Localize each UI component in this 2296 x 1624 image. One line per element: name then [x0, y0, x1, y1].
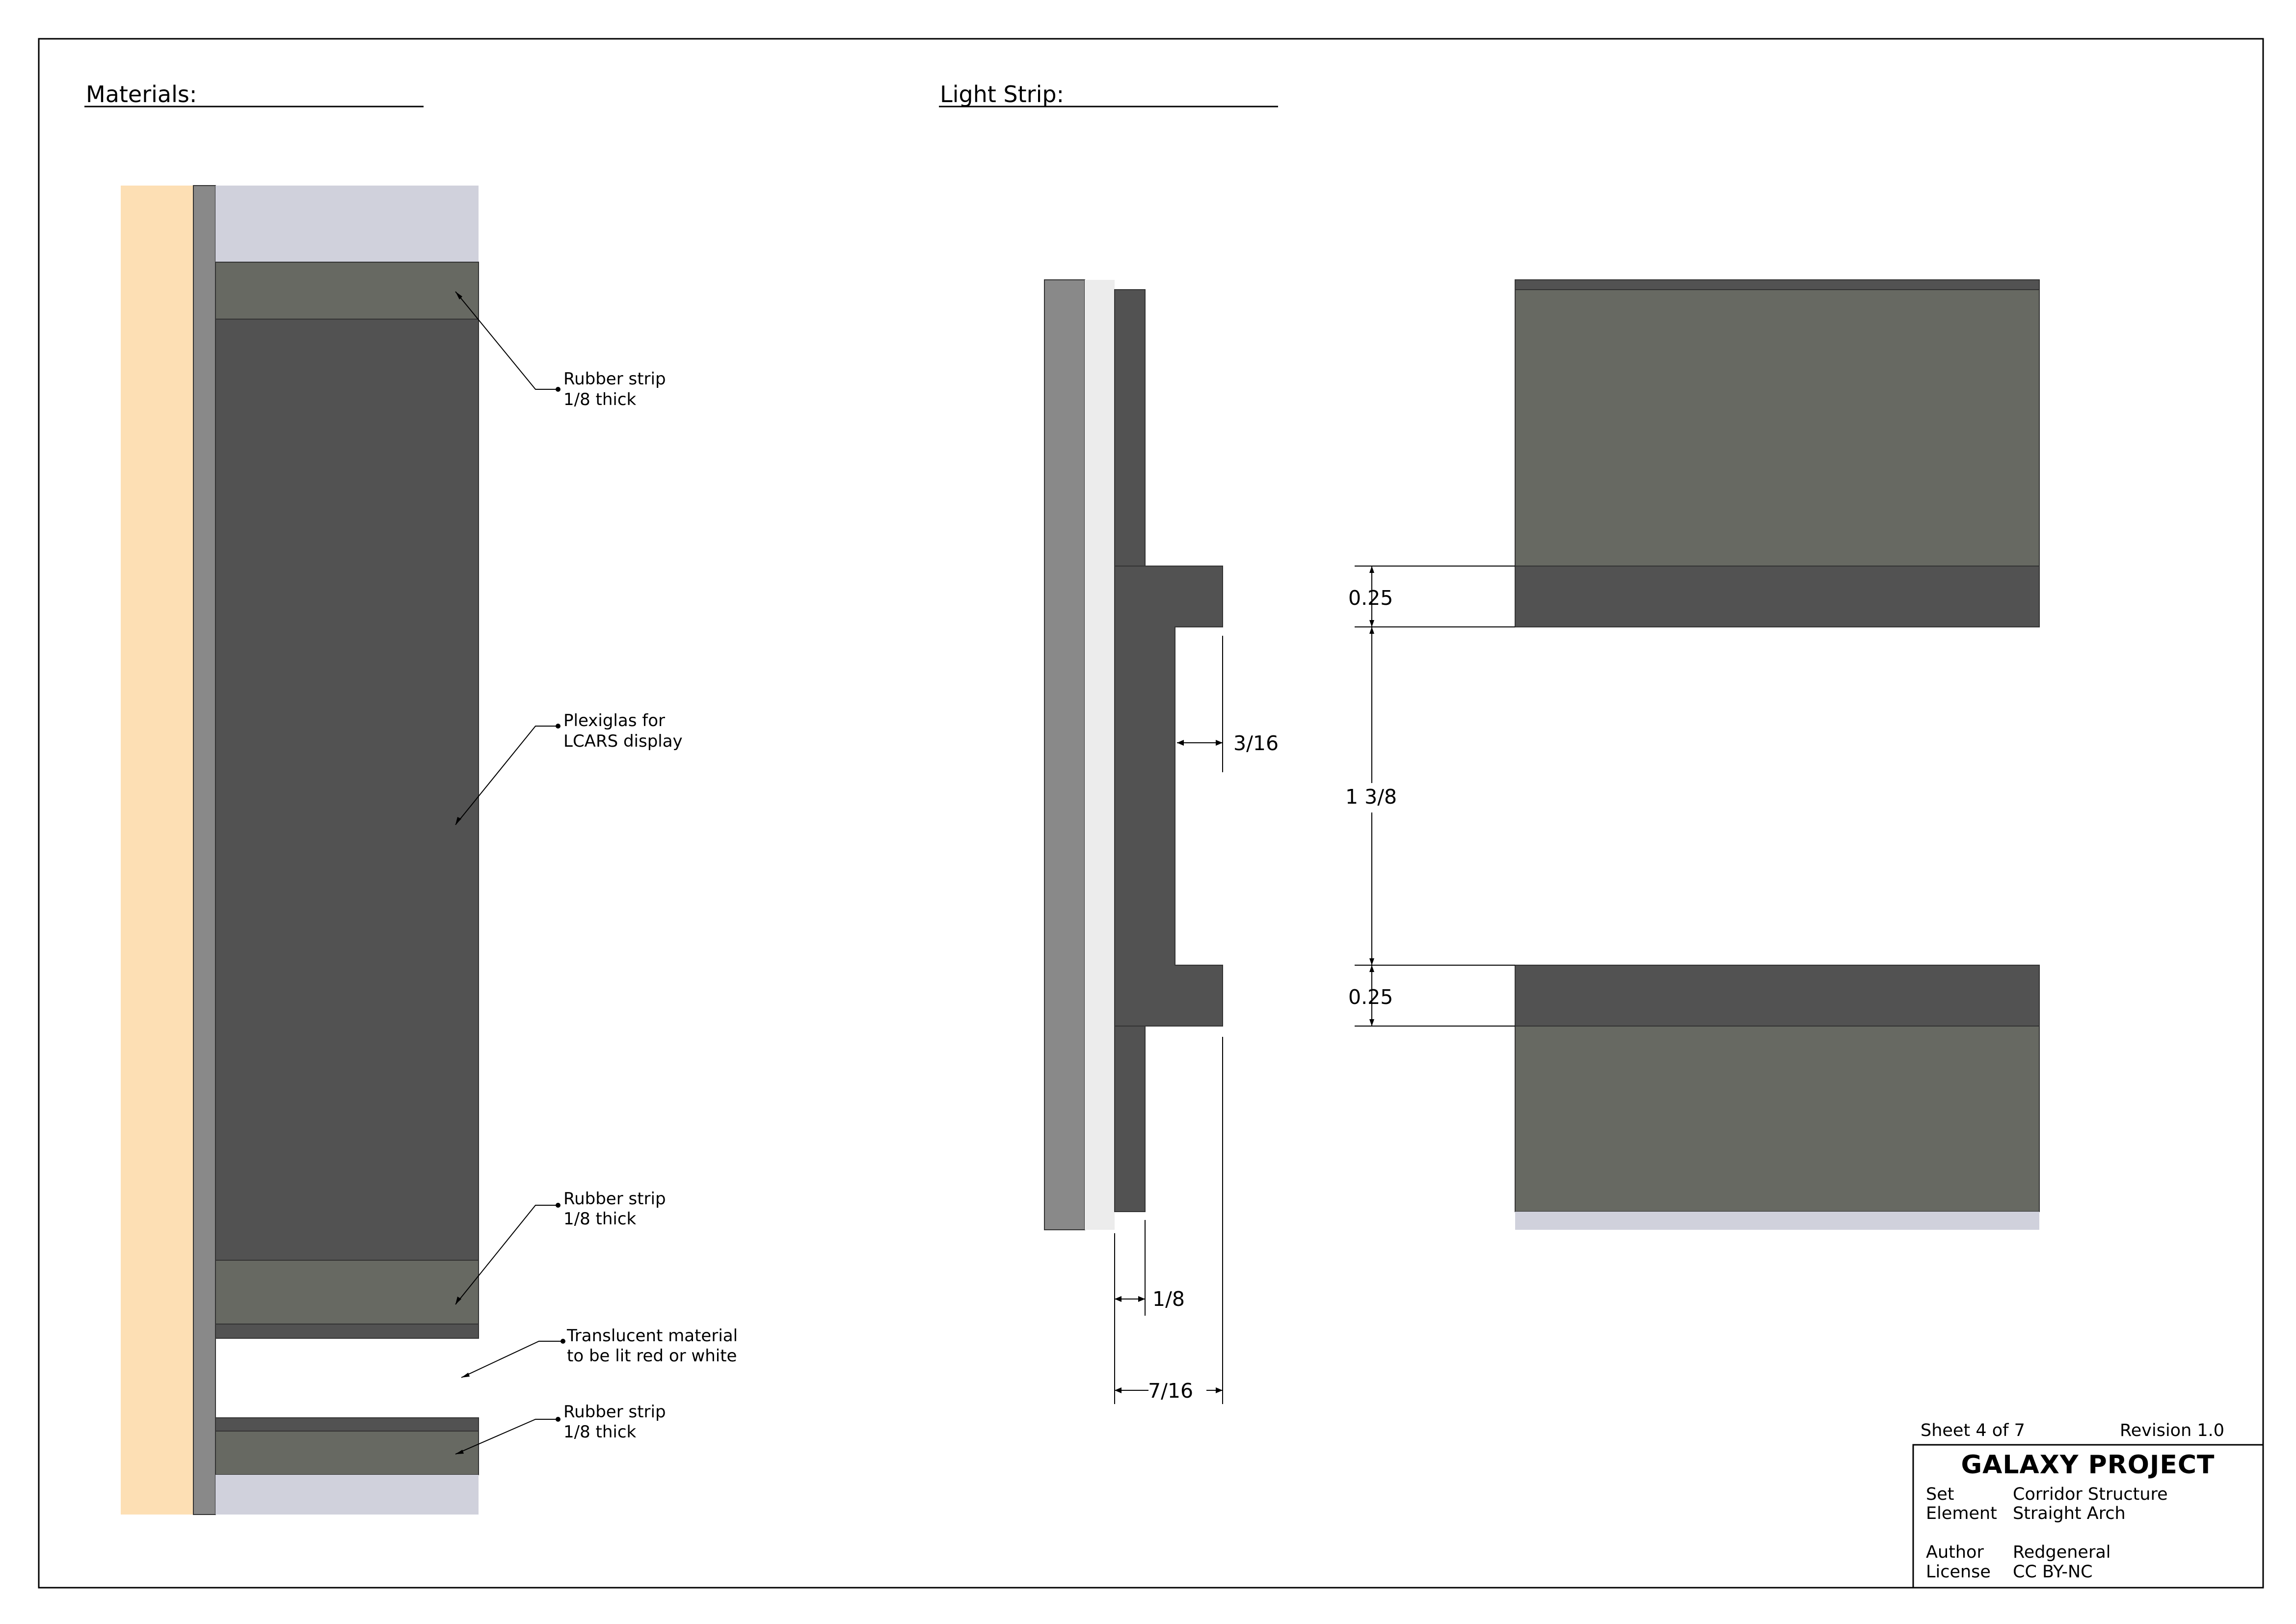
front-bottom-flange: [1515, 965, 2040, 1027]
tb-element-key: Element: [1926, 1504, 1997, 1523]
tb-license-key: License: [1926, 1562, 1991, 1582]
revision: Revision 1.0: [2120, 1421, 2224, 1440]
profile-dimension-arrows: [1115, 740, 1223, 1393]
callout-rubber-top: Rubber strip 1/8 thick: [563, 369, 671, 409]
sheet-border: [38, 38, 2264, 1589]
plexiglas-panel: [215, 319, 479, 1261]
project-title: GALAXY PROJECT: [1961, 1450, 2215, 1480]
rubber-strip-bottom: [215, 1431, 479, 1475]
callout-rubber-mid: Rubber strip 1/8 thick: [563, 1189, 671, 1229]
profile-frame-bar: [1044, 279, 1085, 1230]
front-translucent-edge: [1515, 1212, 2039, 1230]
rubber-strip-mid: [215, 1260, 479, 1325]
heading-materials: Materials:: [86, 81, 197, 108]
front-lower-panel: [1515, 1026, 2040, 1212]
front-top-flange: [1515, 566, 2040, 627]
dim-plate-thickness: 1/8: [1152, 1287, 1185, 1311]
thin-strip-low: [215, 1417, 479, 1432]
tb-set-key: Set: [1926, 1485, 1954, 1504]
rubber-strip-top: [215, 262, 479, 320]
dim-gap-label-bg: [1342, 783, 1401, 812]
callout-rubber-bottom: Rubber strip 1/8 thick: [563, 1402, 671, 1442]
sheet-number: Sheet 4 of 7: [1921, 1421, 2025, 1440]
tb-license-value: CC BY-NC: [2013, 1562, 2093, 1582]
callout-dots: [556, 387, 565, 1422]
profile-channel: [1114, 566, 1223, 1027]
tb-author-key: Author: [1926, 1543, 1984, 1562]
heading-light-strip: Light Strip:: [940, 81, 1064, 108]
profile-white-strip: [1085, 280, 1115, 1230]
callout-translucent: Translucent material to be lit red or wh…: [566, 1326, 743, 1366]
tb-set-value: Corridor Structure: [2013, 1485, 2168, 1504]
tb-author-value: Redgeneral: [2013, 1543, 2111, 1562]
title-block-frame: [1912, 1444, 2264, 1589]
profile-dimension-lines: [1114, 636, 1223, 1404]
dim-top-flange: 0.25: [1348, 586, 1393, 610]
dim-gap: 1 3/8: [1345, 785, 1397, 809]
title-block: Sheet 4 of 7 Revision 1.0 GALAXY PROJECT…: [1912, 1421, 2264, 1589]
translucent-top: [215, 186, 479, 262]
front-upper-panel: [1515, 289, 2040, 567]
materials-section: [121, 185, 479, 1515]
callout-plexiglas: Plexiglas for LCARS display: [563, 711, 683, 751]
front-top-edge: [1515, 279, 2040, 290]
dim-bottom-flange: 0.25: [1348, 985, 1393, 1009]
light-strip-profile: [1044, 279, 1223, 1230]
dim-slot-depth: 3/16: [1233, 731, 1279, 755]
translucent-bottom: [215, 1475, 479, 1515]
light-strip-front: [1515, 279, 2040, 1230]
front-dimension-arrows: [1369, 566, 1374, 1026]
tb-element-value: Straight Arch: [2013, 1504, 2126, 1523]
frame-bar: [193, 185, 216, 1515]
callout-arrowheads: [455, 292, 470, 1454]
thin-strip-mid: [215, 1324, 479, 1339]
callout-leaders: [455, 291, 563, 1455]
wood-panel: [121, 186, 193, 1515]
dim-total-depth: 7/16: [1148, 1379, 1193, 1403]
